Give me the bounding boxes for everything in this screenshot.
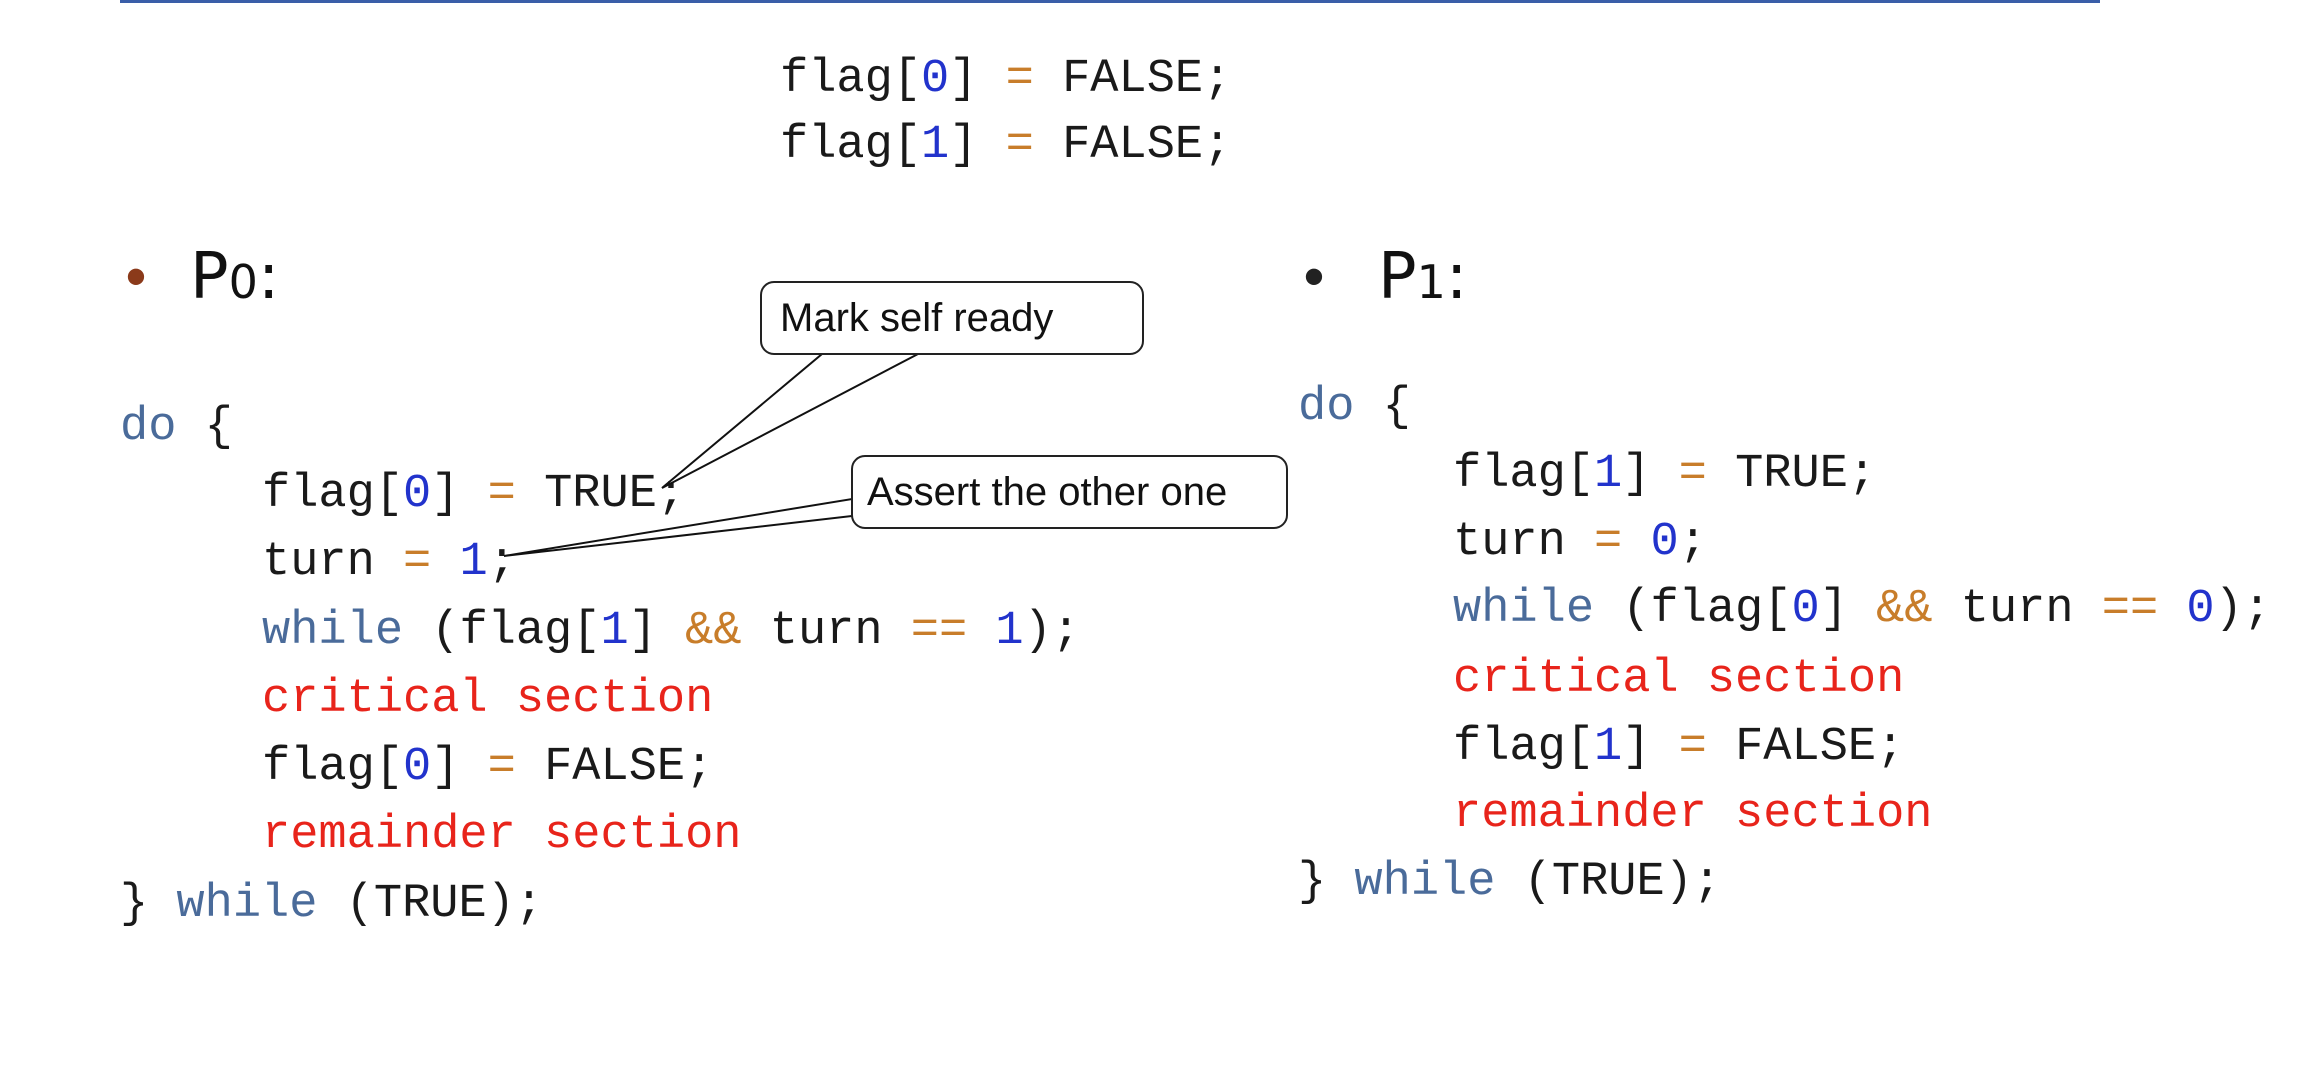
p0-turn-line: turn = 1; — [262, 536, 516, 589]
p0-while-line: while (flag[1] && turn == 1); — [262, 605, 1081, 658]
p0-close-line: } while (TRUE); — [120, 878, 544, 931]
p0-flag-reset-line: flag[0] = FALSE; — [262, 741, 714, 794]
p1-close-line: } while (TRUE); — [1298, 856, 1722, 909]
p0-critical-section: critical section — [262, 673, 714, 726]
p1-label: P1: — [1378, 240, 1468, 314]
p1-bullet: • — [1296, 248, 1333, 316]
assert-other-pointer — [503, 497, 853, 557]
p0-flag-set-line: flag[0] = TRUE; — [262, 468, 686, 521]
p1-critical-section: critical section — [1453, 653, 1905, 706]
p1-do-line: do { — [1298, 381, 1411, 434]
p0-do-line: do { — [120, 401, 233, 454]
p1-remainder-section: remainder section — [1453, 788, 1933, 841]
init-line-2: flag[1] = FALSE; — [780, 119, 1232, 172]
p0-remainder-section: remainder section — [262, 809, 742, 862]
p1-flag-reset-line: flag[1] = FALSE; — [1453, 721, 1905, 774]
top-rule — [120, 0, 2100, 3]
p1-while-line: while (flag[0] && turn == 0); — [1453, 583, 2272, 636]
p0-bullet: • — [118, 248, 155, 316]
p1-turn-line: turn = 0; — [1453, 516, 1707, 569]
p0-label: P0: — [190, 240, 280, 314]
assert-other-callout: Assert the other one — [851, 455, 1288, 529]
mark-self-ready-callout: Mark self ready — [760, 281, 1144, 355]
p1-flag-set-line: flag[1] = TRUE; — [1453, 448, 1877, 501]
init-line-1: flag[0] = FALSE; — [780, 53, 1232, 106]
